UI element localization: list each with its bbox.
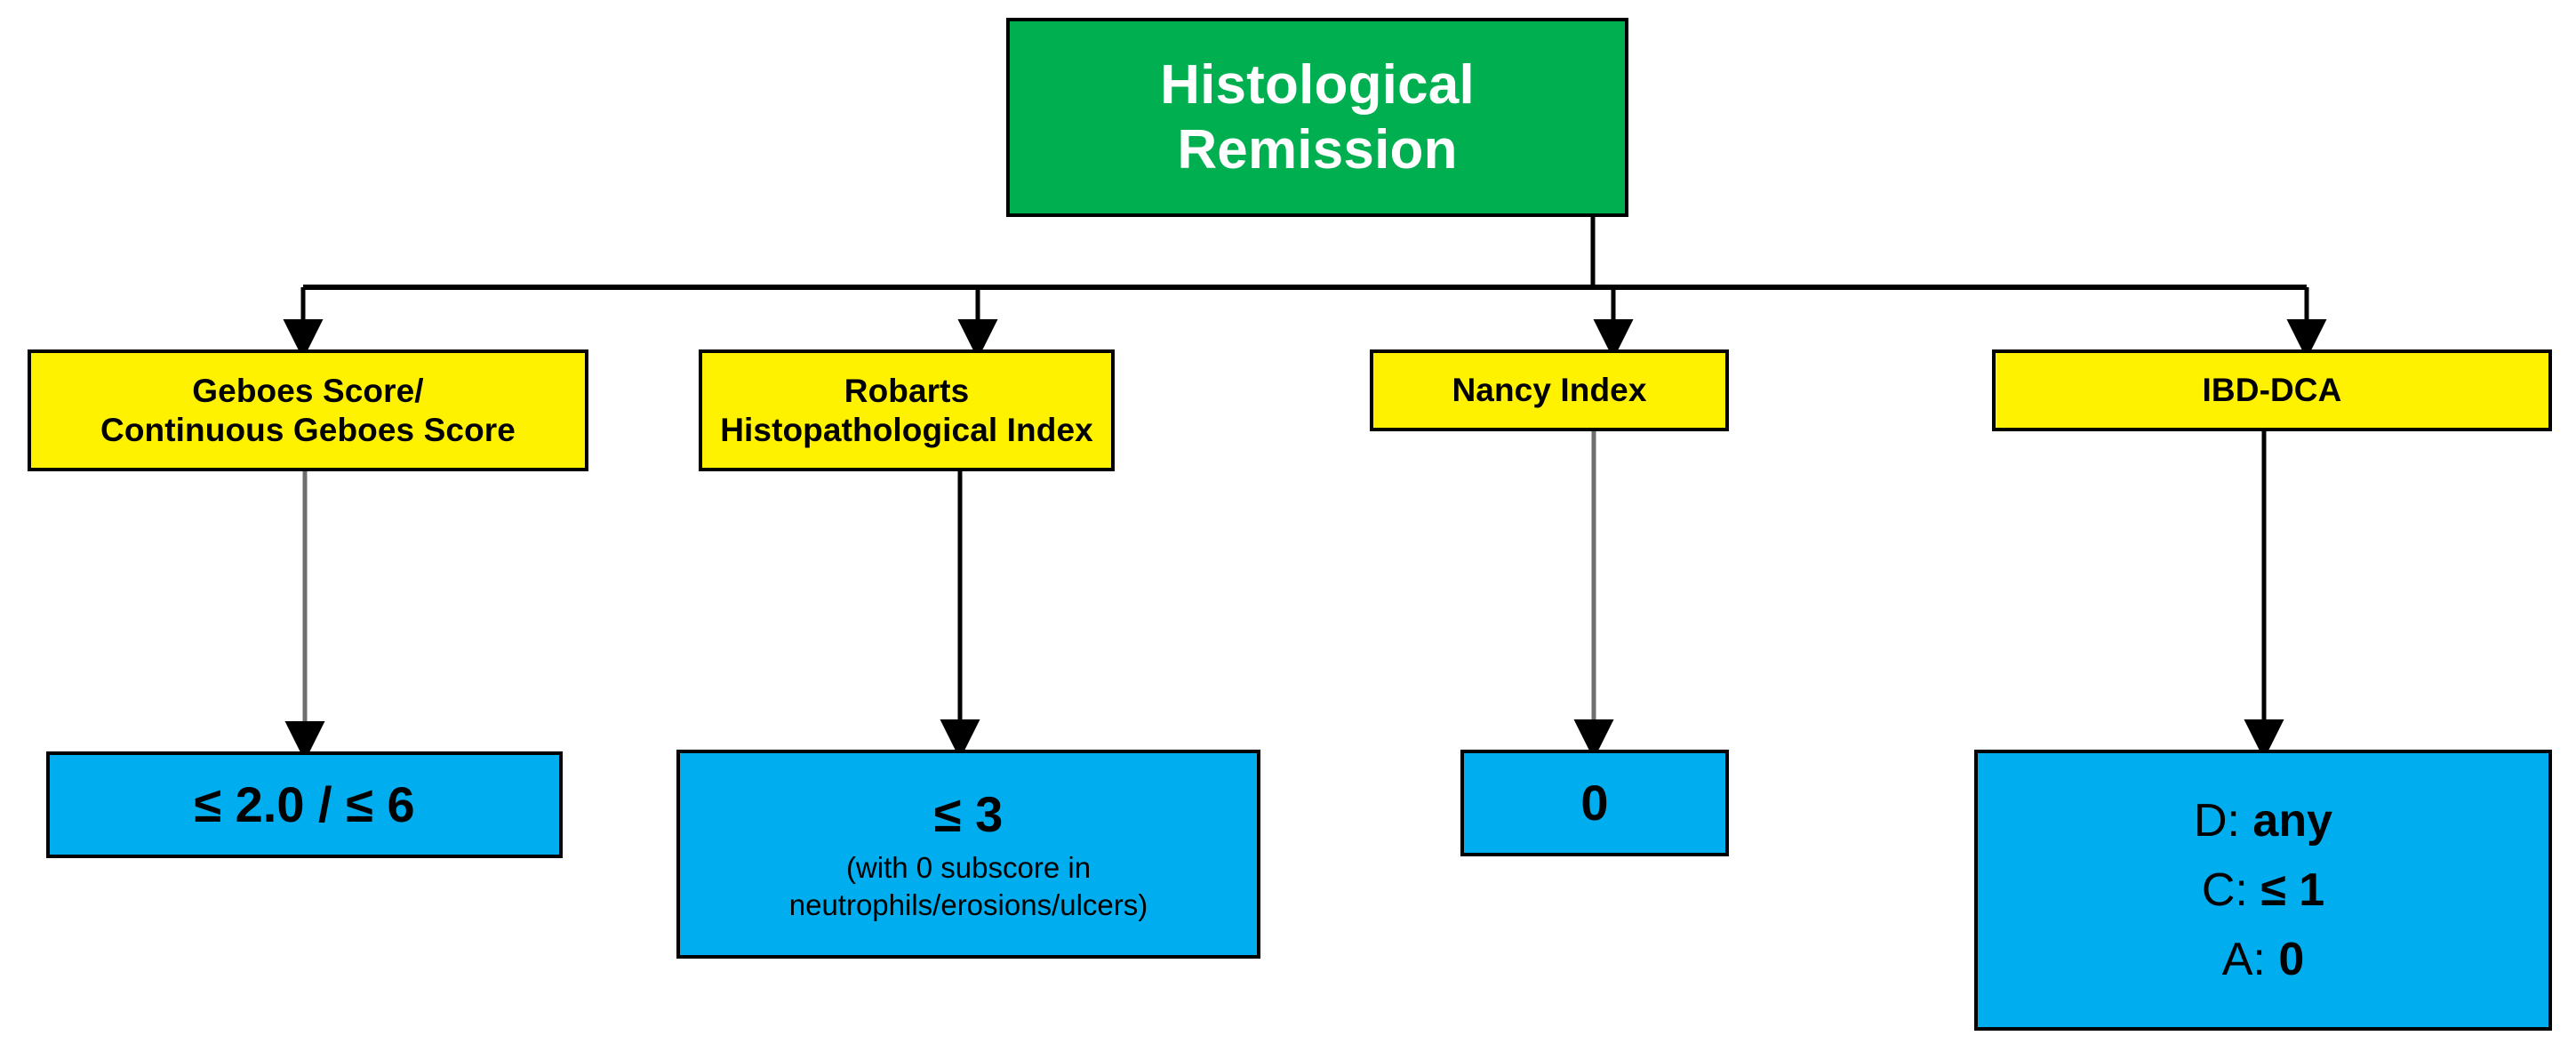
index-node-robarts[interactable]: Robarts Histopathological Index <box>699 349 1115 471</box>
index-node-ibd-dca[interactable]: IBD-DCA <box>1992 349 2552 431</box>
result-robarts-note-line-1: (with 0 subscore in <box>845 851 1092 885</box>
result-ibd-dca-row-descriptor: D: any <box>2194 786 2332 855</box>
result-ibd-dca-row-chronic-value: ≤ 1 <box>2260 864 2325 916</box>
index-robarts-label-line-2: Histopathological Index <box>720 411 1093 448</box>
result-ibd-dca-row-activity-label: A: <box>2221 934 2266 985</box>
result-node-geboes-cutoff[interactable]: ≤ 2.0 / ≤ 6 <box>46 751 563 858</box>
result-robarts-note-line-2: neutrophils/erosions/ulcers) <box>788 887 1148 921</box>
result-node-robarts-cutoff[interactable]: ≤ 3 (with 0 subscore in neutrophils/eros… <box>676 750 1260 959</box>
index-geboes-label-line-1: Geboes Score/ <box>192 372 424 409</box>
index-node-nancy[interactable]: Nancy Index <box>1370 349 1729 431</box>
root-title-line-1: Histological <box>1160 53 1475 116</box>
result-nancy-value: 0 <box>1580 774 1609 831</box>
index-node-geboes[interactable]: Geboes Score/ Continuous Geboes Score <box>28 349 588 471</box>
index-geboes-label-line-2: Continuous Geboes Score <box>100 411 516 448</box>
root-node-histological-remission[interactable]: Histological Remission <box>1006 18 1628 217</box>
result-ibd-dca-row-chronic-label: C: <box>2201 864 2248 916</box>
index-nancy-label: Nancy Index <box>1452 372 1647 409</box>
index-ibd-dca-label: IBD-DCA <box>2202 372 2342 409</box>
result-ibd-dca-row-activity-value: 0 <box>2278 934 2305 985</box>
result-node-nancy-cutoff[interactable]: 0 <box>1460 750 1729 856</box>
root-title-line-2: Remission <box>1177 119 1458 181</box>
index-robarts-label-line-1: Robarts <box>844 372 970 409</box>
result-geboes-value: ≤ 2.0 / ≤ 6 <box>194 775 415 832</box>
result-ibd-dca-row-chronic: C: ≤ 1 <box>2202 855 2324 925</box>
result-ibd-dca-row-descriptor-label: D: <box>2193 795 2240 847</box>
result-robarts-value: ≤ 3 <box>933 786 1004 843</box>
result-ibd-dca-row-descriptor-value: any <box>2252 795 2333 847</box>
result-ibd-dca-row-activity: A: 0 <box>2222 925 2305 994</box>
result-node-ibd-dca-cutoff[interactable]: D: any C: ≤ 1 A: 0 <box>1974 750 2552 1031</box>
